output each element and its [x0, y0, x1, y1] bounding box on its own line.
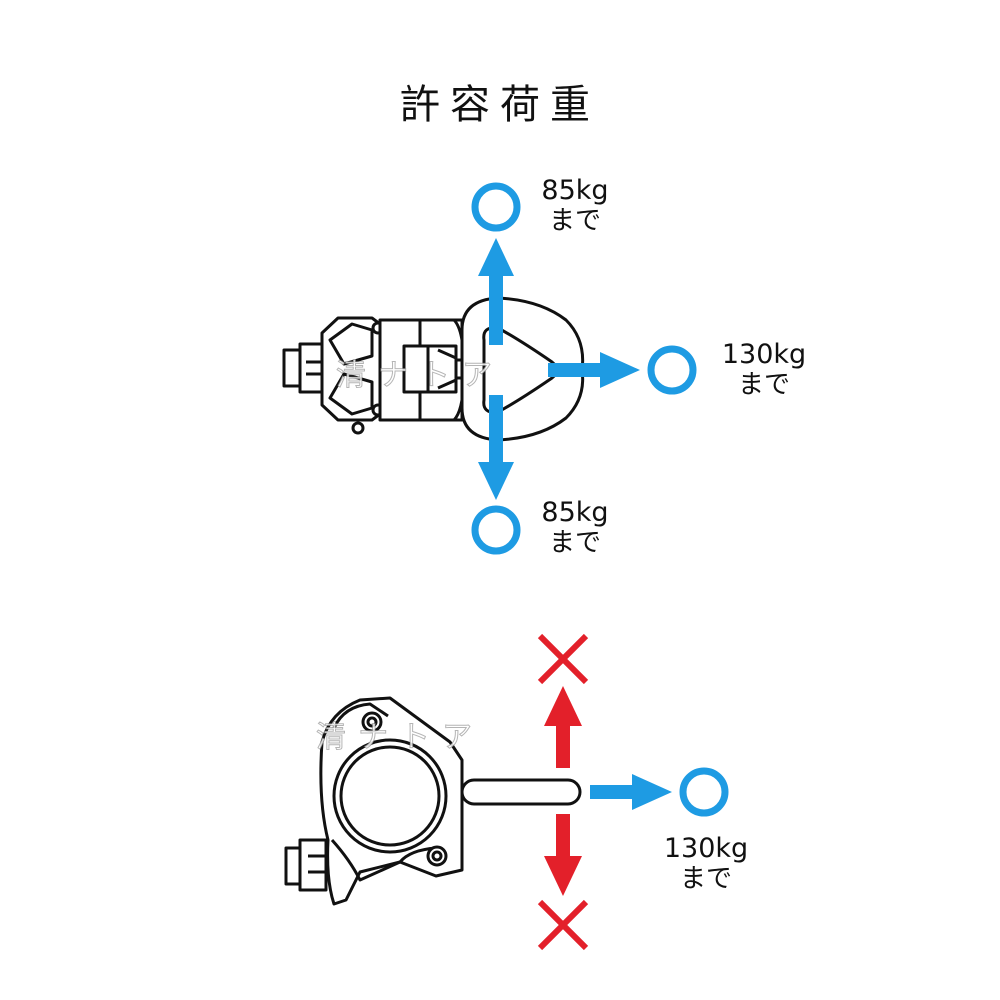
- bottom-right-ok-icon: [679, 767, 729, 817]
- top-arrow-down-head: [478, 462, 514, 500]
- bottom-arrow-right-shaft: [590, 785, 638, 799]
- bottom-arrow-up-shaft: [556, 720, 570, 768]
- top-up-label: 85kg まで: [530, 175, 620, 237]
- bottom-right-weight: 130kg: [663, 833, 749, 864]
- watermark-bottom: 清ナトア: [316, 720, 484, 756]
- top-arrow-down-shaft: [489, 395, 503, 470]
- top-arrow-up-head: [478, 238, 514, 276]
- top-down-suffix: まで: [548, 528, 601, 558]
- top-up-weight: 85kg: [541, 175, 609, 206]
- top-right-ok-icon: [647, 345, 697, 395]
- bottom-arrow-up-head: [544, 686, 582, 726]
- top-down-label: 85kg まで: [530, 497, 620, 559]
- bottom-arrow-down-head: [544, 856, 582, 896]
- top-arrow-up-shaft: [489, 270, 503, 345]
- page-title: 許容荷重: [400, 82, 600, 128]
- top-right-label: 130kg まで: [706, 339, 822, 401]
- top-arrow-right-shaft: [548, 363, 608, 377]
- top-up-suffix: まで: [548, 206, 601, 236]
- bottom-down-ng-icon: [537, 899, 589, 951]
- top-right-weight: 130kg: [721, 339, 807, 370]
- top-right-suffix: まで: [737, 370, 790, 400]
- bottom-arrow-down-shaft: [556, 814, 570, 862]
- top-arrows: [478, 238, 640, 500]
- bottom-up-ng-icon: [537, 633, 589, 685]
- top-circles: [471, 182, 697, 555]
- top-down-ok-icon: [471, 505, 521, 555]
- bottom-arrow-right-head: [632, 774, 672, 810]
- bottom-right-label: 130kg まで: [648, 833, 764, 895]
- bottom-clamp-illustration: [284, 696, 582, 906]
- top-down-weight: 85kg: [541, 497, 609, 528]
- top-arrow-right-head: [600, 352, 640, 388]
- top-clamp-illustration: [282, 296, 585, 442]
- top-up-ok-icon: [471, 182, 521, 232]
- bottom-marks: [537, 633, 729, 951]
- bottom-arrows: [544, 686, 672, 896]
- watermark-top: 清ナトア: [336, 358, 504, 394]
- bottom-right-suffix: まで: [679, 864, 732, 894]
